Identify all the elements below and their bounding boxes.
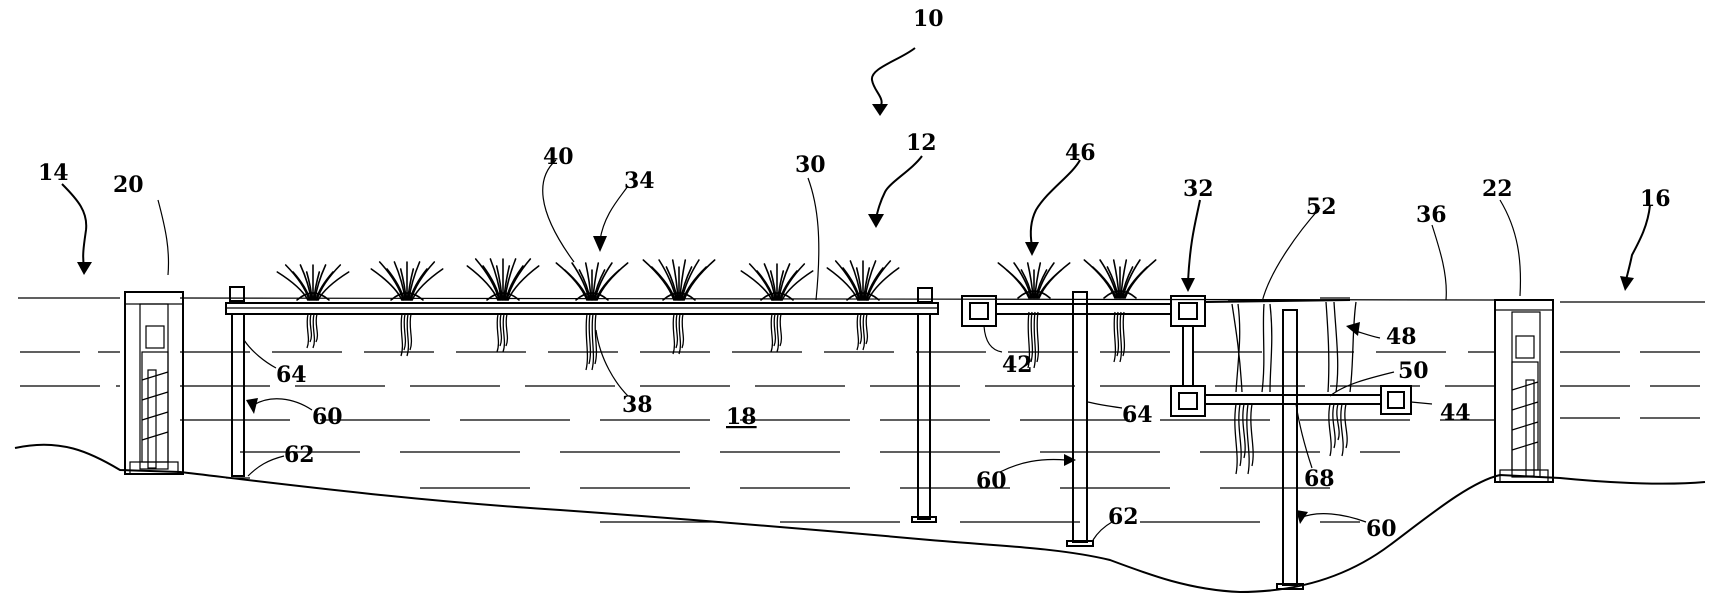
label-42: 42 [1002,352,1033,378]
label-60-right: 60 [1366,516,1397,542]
label-50: 50 [1398,358,1429,384]
label-20: 20 [113,172,144,198]
label-34: 34 [624,168,655,194]
plant-tuft [276,264,350,349]
plants [276,258,1348,475]
label-36: 36 [1416,202,1447,228]
label-46: 46 [1065,140,1096,166]
support-posts [226,291,1304,590]
label-44: 44 [1440,400,1471,426]
label-32: 32 [1183,176,1214,202]
label-38: 38 [622,392,653,418]
label-22: 22 [1482,176,1513,202]
hanging-roots-48 [1231,301,1357,393]
label-30: 30 [795,152,826,178]
reference-labels: 10 12 14 16 18 20 22 30 32 34 36 38 40 4… [38,6,1671,542]
plant-tuft [370,261,444,357]
label-48: 48 [1386,324,1417,350]
label-68: 68 [1304,466,1335,492]
label-62-mid: 62 [1108,504,1139,530]
label-64-mid: 64 [1122,402,1153,428]
label-52: 52 [1306,194,1337,220]
platform-30 [225,286,939,315]
lower-root-cluster [1328,403,1348,457]
label-16: 16 [1640,186,1671,212]
water-lines [18,297,1705,523]
plant-tuft [997,262,1071,369]
plant-tuft [642,259,716,355]
lower-root-cluster [1234,403,1254,475]
label-18: 18 [726,404,757,430]
label-14: 14 [38,160,69,186]
hinged-platform-32 [961,295,1412,417]
label-10: 10 [913,6,944,32]
plant-tuft [826,260,900,351]
label-12: 12 [906,130,937,156]
label-64-left: 64 [276,362,307,388]
plant-tuft [740,263,814,353]
label-40: 40 [543,144,574,170]
label-60-left: 60 [312,404,343,430]
left-anchor [124,291,184,475]
plant-tuft [466,258,540,353]
plant-tuft [555,262,629,371]
leaders [61,47,1651,541]
label-62-left: 62 [284,442,315,468]
label-60-mid: 60 [976,468,1007,494]
plant-tuft [1083,259,1157,363]
seabed [14,443,1706,594]
right-anchor [1494,299,1554,483]
